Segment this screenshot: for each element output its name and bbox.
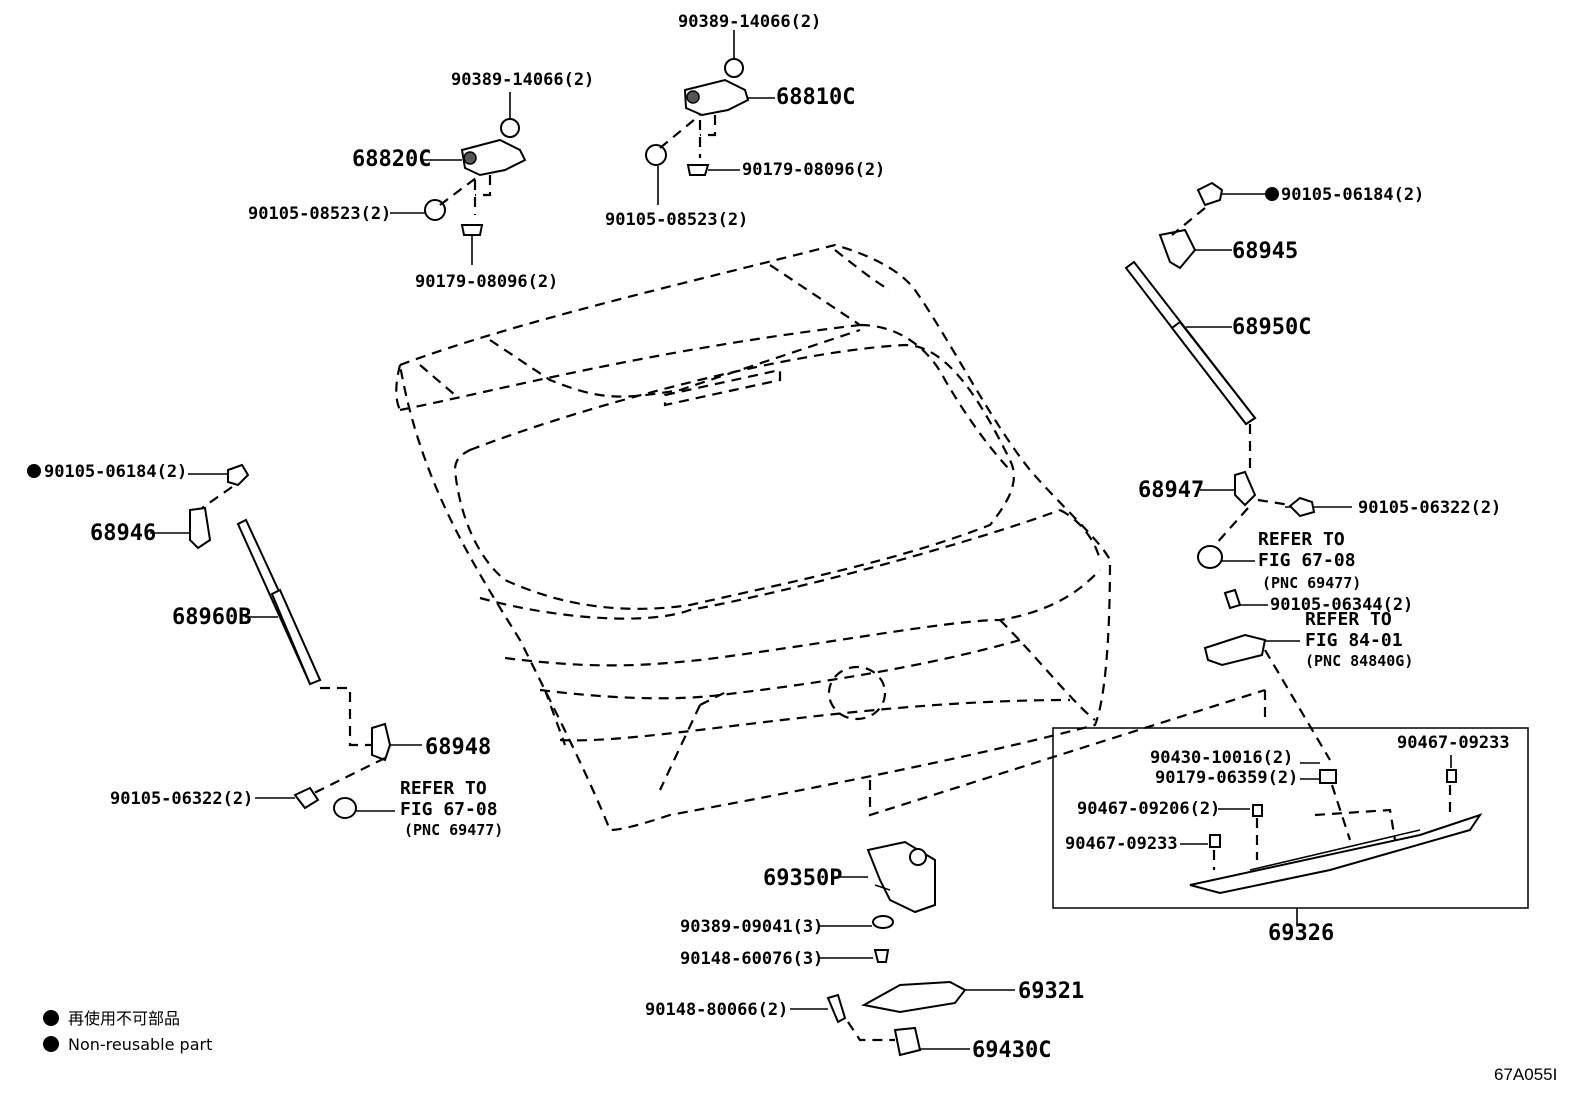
label-68947: 68947 xyxy=(1138,478,1204,503)
label-90179-08096-left: 90179-08096(2) xyxy=(415,272,558,292)
label-90389-09041: 90389-09041(3) xyxy=(680,917,823,937)
legend-en: Non-reusable part xyxy=(68,1035,212,1054)
label-refer-mid-2: FIG 84-01 xyxy=(1305,630,1403,651)
legend: 再使用不可部品 Non-reusable part xyxy=(43,1009,212,1054)
label-refer-right-1: REFER TO xyxy=(1258,529,1345,550)
strut-left-68960B xyxy=(150,463,422,819)
label-refer-right-2: FIG 67-08 xyxy=(1258,550,1356,571)
label-90105-06184-right: 90105-06184(2) xyxy=(1281,185,1424,205)
label-69326: 69326 xyxy=(1268,921,1334,946)
label-68960B: 68960B xyxy=(172,605,251,630)
hinge-left-68820C xyxy=(390,92,527,265)
label-90430-10016: 90430-10016(2) xyxy=(1150,748,1293,768)
label-90467-09206: 90467-09206(2) xyxy=(1077,799,1220,819)
label-69430C: 69430C xyxy=(972,1038,1051,1063)
label-refer-left-2: FIG 67-08 xyxy=(400,799,498,820)
label-refer-mid-1: REFER TO xyxy=(1305,609,1392,630)
label-90467-09233-left: 90467-09233 xyxy=(1065,834,1178,854)
label-90105-06184-left: 90105-06184(2) xyxy=(44,462,187,482)
label-90105-06322-left: 90105-06322(2) xyxy=(110,789,253,809)
label-68810C: 68810C xyxy=(776,85,855,110)
label-68950C: 68950C xyxy=(1232,315,1311,340)
back-door-panel xyxy=(395,243,1112,832)
label-90179-08096-right: 90179-08096(2) xyxy=(742,160,885,180)
label-90389-14066-top: 90389-14066(2) xyxy=(678,12,821,32)
label-68945: 68945 xyxy=(1232,239,1298,264)
label-90105-06322-right: 90105-06322(2) xyxy=(1358,498,1501,518)
label-68946: 68946 xyxy=(90,521,156,546)
lock-assembly-69350P xyxy=(790,840,1015,1057)
label-90467-09233-right: 90467-09233 xyxy=(1397,733,1510,753)
label-refer-mid-3: (PNC 84840G) xyxy=(1305,652,1413,670)
legend-jp: 再使用不可部品 xyxy=(68,1009,180,1028)
label-69350P: 69350P xyxy=(763,866,842,891)
drawing-code: 67A055I xyxy=(1494,1065,1557,1084)
strut-right-68950C xyxy=(1124,181,1352,667)
label-refer-right-3: (PNC 69477) xyxy=(1262,574,1361,592)
label-90179-06359: 90179-06359(2) xyxy=(1155,768,1298,788)
part-labels: 90389-14066(2) 90389-14066(2) 68810C 688… xyxy=(27,12,1510,1063)
label-90105-08523-left: 90105-08523(2) xyxy=(248,204,391,224)
label-90105-08523-right: 90105-08523(2) xyxy=(605,210,748,230)
hinge-right-68810C xyxy=(645,30,775,205)
label-refer-left-3: (PNC 69477) xyxy=(404,821,503,839)
label-refer-left-1: REFER TO xyxy=(400,778,487,799)
label-90148-60076: 90148-60076(3) xyxy=(680,949,823,969)
label-68820C: 68820C xyxy=(352,147,431,172)
legend-dot-en xyxy=(43,1036,59,1052)
label-68948: 68948 xyxy=(425,735,491,760)
nonreusable-dot-left xyxy=(27,464,41,478)
legend-dot-jp xyxy=(43,1010,59,1026)
label-90148-80066: 90148-80066(2) xyxy=(645,1000,788,1020)
label-90105-06344: 90105-06344(2) xyxy=(1270,595,1413,615)
label-90389-14066-left: 90389-14066(2) xyxy=(451,70,594,90)
label-69321: 69321 xyxy=(1018,979,1084,1004)
garnish-box-69326 xyxy=(868,649,1529,925)
